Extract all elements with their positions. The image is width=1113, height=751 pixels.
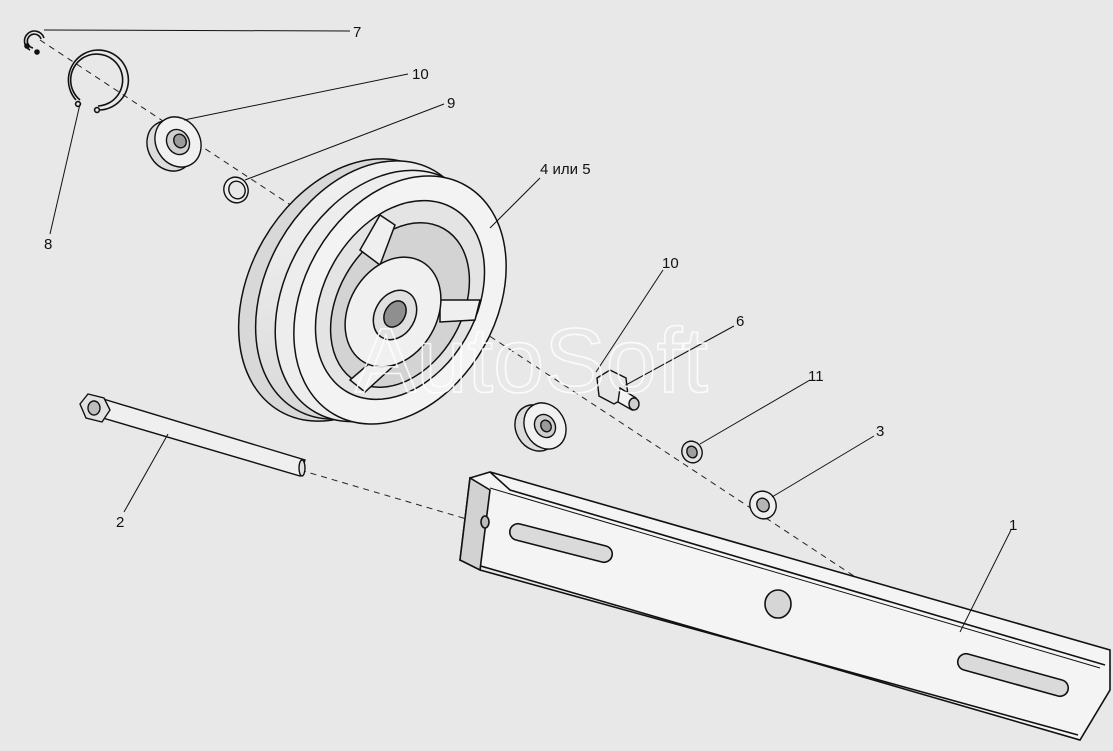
part-11-small-washer: [681, 440, 703, 464]
watermark-text: AutoSoft: [355, 310, 708, 412]
callout-4-or-5: 4 или 5: [540, 161, 591, 178]
part-7-small-retaining-ring: [23, 30, 45, 55]
callout-6: 6: [736, 313, 744, 330]
callout-10-upper: 10: [412, 66, 429, 83]
callout-2: 2: [116, 514, 124, 531]
callout-leader-lines: [43, 29, 1012, 633]
callout-1: 1: [1009, 517, 1017, 534]
part-9-spacer-ring: [223, 176, 249, 204]
callout-8: 8: [44, 236, 52, 253]
callout-11: 11: [808, 368, 824, 385]
part-10-bearing-lower: [514, 402, 567, 452]
callout-9: 9: [447, 95, 455, 112]
callout-7: 7: [353, 24, 361, 41]
callout-10-lower: 10: [662, 255, 679, 272]
part-4-or-5-pulley-wheel: [237, 158, 507, 425]
part-2-long-bolt: [79, 393, 306, 477]
part-1-mounting-bracket: [459, 471, 1111, 741]
part-8-circlip: [67, 49, 130, 114]
part-10-bearing-upper: [146, 116, 202, 172]
callout-3: 3: [876, 423, 884, 440]
part-3-flat-washer: [749, 490, 777, 520]
callout-labels: 7 10 9 4 или 5 8 10 6 11 3 2 1: [44, 24, 1017, 534]
part-6-axle-bolt: [596, 369, 640, 412]
